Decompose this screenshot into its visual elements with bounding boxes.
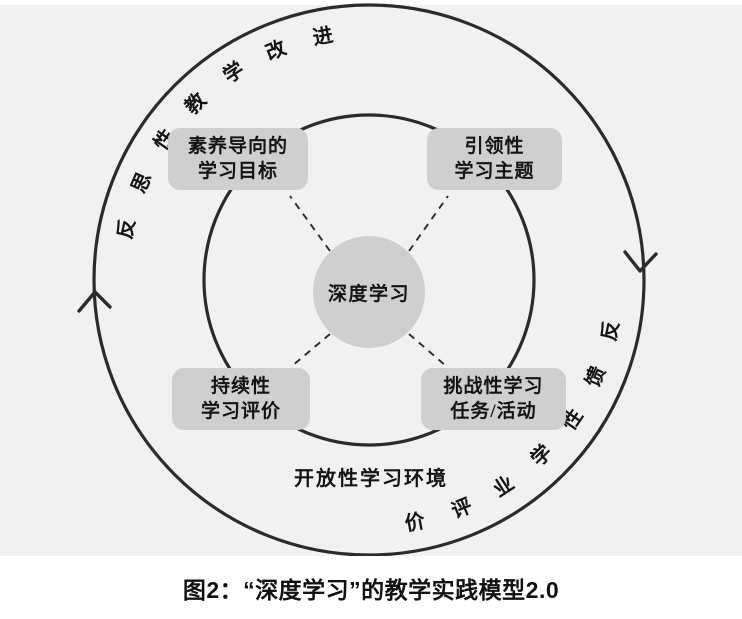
inner-ring-circle	[202, 113, 536, 447]
figure-caption: 图2：“深度学习”的教学实践模型2.0	[0, 556, 742, 619]
spoke-to-tasks	[408, 333, 447, 367]
node-label-line-1: 挑战性学习	[443, 375, 544, 397]
node-label-line-1: 引领性	[464, 135, 525, 157]
node-continuous-learning-assessment: 持续性 学习评价	[172, 368, 310, 430]
ring-label-feedback-char: 馈	[581, 363, 611, 391]
outer-ring-arrow-right	[623, 250, 658, 273]
label-open-learning-environment: 开放性学习环境	[294, 468, 448, 490]
diagram-vector-layer	[77, 3, 658, 556]
center-node-deep-learning: 深度学习	[313, 236, 425, 348]
node-leading-learning-theme: 引领性 学习主题	[427, 128, 562, 190]
ring-label-feedback-char: 评	[448, 495, 475, 523]
node-challenging-learning-tasks: 挑战性学习 任务/活动	[421, 368, 566, 430]
node-competency-oriented-learning-goals: 素养导向的 学习目标	[168, 128, 308, 190]
center-node-label: 深度学习	[327, 283, 410, 305]
spoke-to-eval	[291, 333, 331, 367]
top-divider	[0, 0, 742, 5]
node-label-line-2: 学习评价	[200, 401, 281, 422]
outer-ring-circle	[92, 3, 646, 556]
ring-label-feedback-char: 价	[403, 509, 428, 536]
node-label-line-2: 学习主题	[454, 161, 535, 182]
node-label-line-1: 持续性	[210, 375, 271, 397]
diagram-canvas: 反思性教学改进 反馈性学业评价 深度学习 素养导向的 学习目标 引领性 学习主题…	[77, 3, 658, 556]
ring-label-feedback-char: 反	[597, 319, 624, 344]
spoke-to-goals	[289, 195, 331, 252]
spoke-lines-group	[289, 195, 449, 367]
node-label-line-2: 任务/活动	[450, 401, 537, 422]
node-label-line-1: 素养导向的	[187, 135, 288, 157]
node-label-line-2: 学习目标	[197, 161, 278, 182]
outer-ring-arrow-left	[77, 290, 112, 313]
spoke-to-theme	[408, 195, 449, 252]
